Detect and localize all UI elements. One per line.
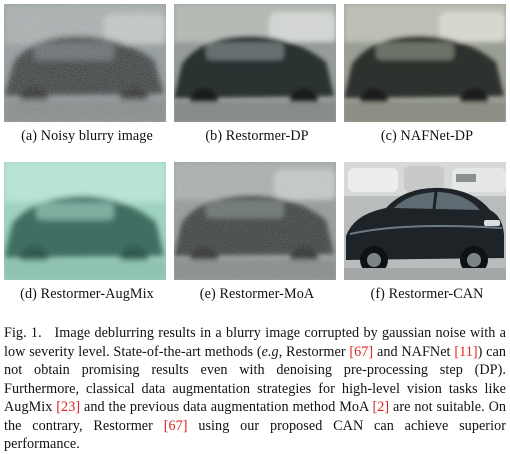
panel-e: (e) Restormer-MoA bbox=[174, 162, 340, 303]
figure-grid: (a) Noisy blurry image (b) Re bbox=[4, 4, 506, 310]
panel-b-caption: (b) Restormer-DP bbox=[205, 128, 309, 144]
caption-text-7: using our proposed CAN can achieve super… bbox=[4, 417, 506, 453]
panel-b-image bbox=[174, 4, 336, 122]
figure-label: Fig. 1. bbox=[4, 325, 42, 341]
figure-caption: Fig. 1. Image deblurring results in a bl… bbox=[4, 324, 506, 454]
caption-text-3: and NAFNet bbox=[376, 343, 455, 360]
caption-text-1: Image deblurring results in a blurry ima… bbox=[4, 325, 507, 360]
caption-text-6: are not suitable. On the contrary, Resto… bbox=[4, 399, 507, 434]
panel-e-caption: (e) Restormer-MoA bbox=[199, 286, 315, 302]
citation-11[interactable]: [11] bbox=[454, 343, 478, 360]
panel-b: (b) Restormer-DP bbox=[174, 4, 340, 145]
caption-text-5: and the previous data augmentation metho… bbox=[80, 399, 373, 415]
caption-eg: e.g bbox=[261, 343, 279, 360]
panel-c-image bbox=[344, 4, 506, 122]
panel-a: (a) Noisy blurry image bbox=[4, 4, 170, 145]
caption-text-4: ) can not obtain promising results even … bbox=[4, 343, 506, 416]
panel-f: (f) Restormer-CAN bbox=[344, 162, 510, 303]
citation-67-a[interactable]: [67] bbox=[349, 343, 374, 360]
caption-text-2: , Restormer bbox=[278, 343, 350, 360]
panel-c: (c) NAFNet-DP bbox=[344, 4, 510, 145]
citation-2[interactable]: [2] bbox=[372, 399, 390, 415]
panel-f-image bbox=[344, 162, 506, 280]
citation-23[interactable]: [23] bbox=[56, 399, 81, 415]
panel-d: (d) Restormer-AugMix bbox=[4, 162, 170, 303]
panel-c-caption: (c) NAFNet-DP bbox=[380, 128, 474, 144]
citation-67-b[interactable]: [67] bbox=[163, 417, 188, 434]
panel-d-image bbox=[4, 162, 166, 280]
panel-f-caption: (f) Restormer-CAN bbox=[370, 286, 484, 302]
panel-d-caption: (d) Restormer-AugMix bbox=[20, 286, 154, 302]
panel-a-image bbox=[4, 4, 166, 122]
panel-e-image bbox=[174, 162, 336, 280]
panel-a-caption: (a) Noisy blurry image bbox=[21, 128, 153, 144]
